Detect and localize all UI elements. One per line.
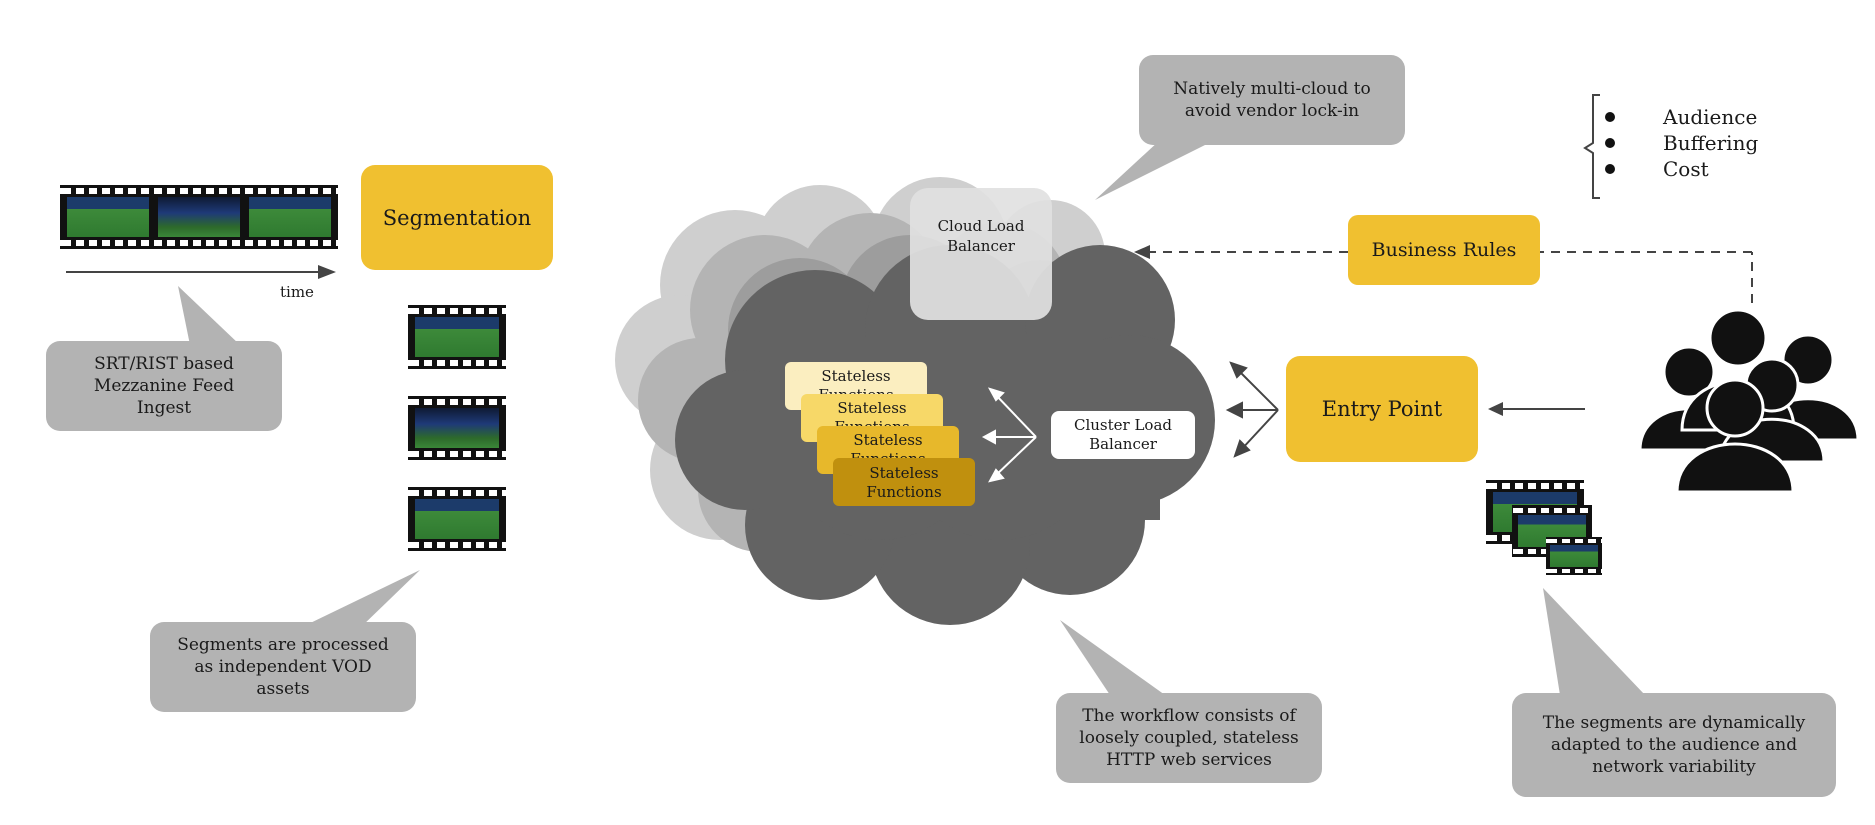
segmentation-label: Segmentation bbox=[382, 205, 532, 230]
multicloud-callout-tail bbox=[1095, 140, 1215, 200]
cluster-lb-line: Cluster Load bbox=[1073, 416, 1172, 434]
segmentation-box: Segmentation bbox=[361, 165, 553, 270]
business-rules-label: Business Rules bbox=[1371, 239, 1517, 261]
segments-callout-tail bbox=[300, 570, 420, 628]
time-label: time bbox=[280, 283, 314, 301]
cluster-lb-line: Balancer bbox=[1089, 435, 1157, 453]
workflow-note-line: loosely coupled, stateless bbox=[1079, 728, 1299, 748]
cloud-lb-line: Balancer bbox=[947, 237, 1015, 255]
segment-1 bbox=[408, 305, 506, 369]
adapt-note-line: adapted to the audience and bbox=[1550, 735, 1798, 755]
factor-label: Audience bbox=[1663, 105, 1758, 129]
stateless-function-label: Stateless Functions bbox=[866, 464, 942, 501]
factor-item: Buffering bbox=[1605, 130, 1758, 156]
factor-item: Audience bbox=[1605, 104, 1758, 130]
multicloud-note-line: avoid vendor lock-in bbox=[1184, 101, 1360, 121]
factor-label: Cost bbox=[1663, 157, 1709, 181]
audience-icon bbox=[1638, 308, 1860, 494]
multicloud-callout: Natively multi-cloud to avoid vendor loc… bbox=[1139, 55, 1405, 145]
mezzanine-filmstrip bbox=[60, 185, 338, 249]
factors-brace bbox=[1583, 94, 1600, 199]
stateless-function-card: Stateless Functions bbox=[833, 458, 975, 506]
multicloud-note-line: Natively multi-cloud to bbox=[1173, 79, 1371, 99]
segment-2 bbox=[408, 396, 506, 460]
business-rules-dashed-arrow bbox=[1150, 251, 1753, 303]
adapt-note-line: network variability bbox=[1592, 757, 1756, 777]
adapt-callout: The segments are dynamically adapted to … bbox=[1512, 693, 1836, 797]
cloud-lb-line: Cloud Load bbox=[937, 217, 1025, 235]
segments-note-line: Segments are processed bbox=[177, 635, 389, 655]
adapt-callout-tail bbox=[1543, 588, 1645, 695]
adapt-note-line: The segments are dynamically bbox=[1542, 713, 1806, 733]
fanout-arrows-left bbox=[981, 387, 1037, 483]
ingest-callout: SRT/RIST based Mezzanine Feed Ingest bbox=[46, 341, 282, 431]
workflow-callout-tail bbox=[1060, 620, 1165, 695]
cluster-load-balancer: Cluster Load Balancer bbox=[1051, 411, 1195, 459]
entry-point-label: Entry Point bbox=[1321, 397, 1443, 421]
factor-label: Buffering bbox=[1663, 131, 1759, 155]
segments-note-line: as independent VOD bbox=[194, 657, 372, 677]
business-rules-arrowhead bbox=[1134, 245, 1150, 259]
cloud-load-balancer-box bbox=[910, 188, 1052, 320]
ingest-note-line: Mezzanine Feed bbox=[93, 376, 235, 396]
workflow-callout: The workflow consists of loosely coupled… bbox=[1056, 693, 1322, 783]
time-arrow bbox=[66, 265, 336, 279]
fanout-arrows-right bbox=[1225, 361, 1279, 458]
segment-3 bbox=[408, 487, 506, 551]
ingest-note-line: SRT/RIST based bbox=[94, 354, 234, 374]
factor-item: Cost bbox=[1605, 156, 1758, 182]
factors-list: Audience Buffering Cost bbox=[1605, 104, 1758, 182]
segments-callout: Segments are processed as independent VO… bbox=[150, 622, 416, 712]
adaptive-bitrate-icon bbox=[1486, 480, 1606, 576]
workflow-note-line: The workflow consists of bbox=[1082, 706, 1296, 726]
ingest-note-line: Ingest bbox=[136, 398, 192, 418]
segments-note-line: assets bbox=[256, 679, 310, 699]
cloud-load-balancer-label: Cloud Load Balancer bbox=[910, 216, 1052, 256]
entry-point-box: Entry Point bbox=[1286, 356, 1478, 462]
ingest-callout-tail bbox=[178, 286, 240, 345]
workflow-note-line: HTTP web services bbox=[1106, 750, 1272, 770]
audience-to-entry-arrow bbox=[1488, 402, 1585, 416]
business-rules-box: Business Rules bbox=[1348, 215, 1540, 285]
